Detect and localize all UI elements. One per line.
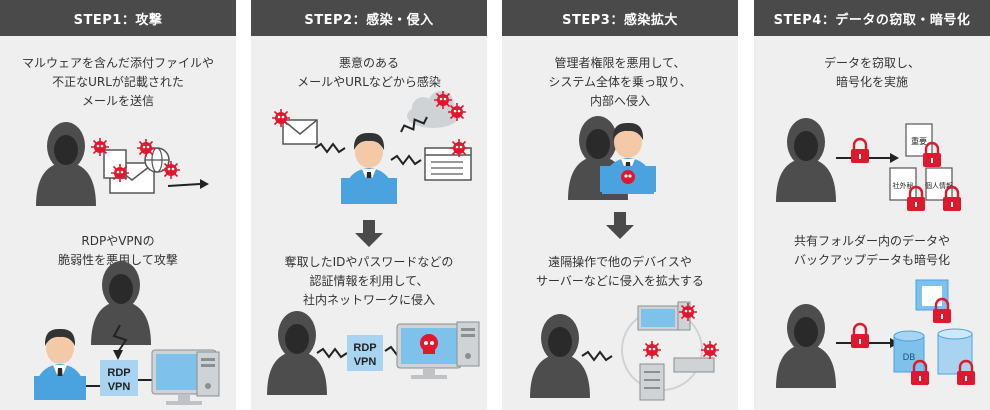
laptop-icon xyxy=(34,376,86,396)
virus-icon xyxy=(700,340,720,360)
virus-icon xyxy=(110,163,130,183)
vpn-label: VPN xyxy=(354,356,377,368)
virus-icon xyxy=(90,137,110,157)
step3-illustration xyxy=(530,116,720,401)
lightning-icon xyxy=(316,348,348,358)
hacker-icon xyxy=(36,122,96,206)
document-icon: 社外秘 xyxy=(889,167,917,201)
step3-text-spread: 遠隔操作で他のデバイスや サーバーなどに侵入を拡大する xyxy=(536,255,704,288)
virus-icon xyxy=(161,160,181,180)
lightning-icon xyxy=(390,155,422,165)
virus-icon xyxy=(271,108,291,128)
svg-text:DB: DB xyxy=(903,352,916,362)
virus-icon xyxy=(449,138,469,158)
document-icon: 重要 xyxy=(905,123,933,157)
step4-title: STEP4：データの窃取・暗号化 xyxy=(754,0,990,36)
step3-text-takeover: 管理者権限を悪用して、 システム全体を乗っ取り、 内部へ侵入 xyxy=(548,56,692,108)
lock-icon xyxy=(849,322,871,350)
virus-icon xyxy=(678,302,698,322)
skull-icon xyxy=(621,170,635,184)
lightning-arrow-icon xyxy=(112,324,128,360)
database-icon: DB xyxy=(893,330,925,373)
step4-text-steal: データを窃取し、 暗号化を実施 xyxy=(823,56,920,89)
rdp-label: RDP xyxy=(107,367,130,379)
step1-text-rdp: RDPやVPNの 脆弱性を悪用して攻撃 xyxy=(58,234,178,267)
backup-database-icon xyxy=(937,328,973,375)
step1-title: STEP1：攻撃 xyxy=(0,0,236,36)
svg-text:重要: 重要 xyxy=(911,136,927,146)
step3-title: STEP3：感染拡大 xyxy=(502,0,738,36)
step2-panel: STEP2：感染・侵入 悪意のある メールやURLなどから感染 奪取したIDやパ… xyxy=(251,0,487,410)
step2-title: STEP2：感染・侵入 xyxy=(251,0,487,36)
rdp-vpn-box xyxy=(100,360,138,396)
virus-icon xyxy=(447,102,467,122)
step3-panel: STEP3：感染拡大 管理者権限を悪用して、 システム全体を乗っ取り、 内部へ侵… xyxy=(502,0,738,410)
lightning-icon xyxy=(581,351,613,361)
svg-text:個人情報: 個人情報 xyxy=(925,181,953,190)
lock-icon xyxy=(849,137,871,165)
step1-illustration: RDP VPN xyxy=(34,122,220,406)
vpn-label: VPN xyxy=(108,381,131,393)
mail-icon xyxy=(282,119,318,145)
skull-icon xyxy=(420,334,438,354)
step1-panel: STEP1：攻撃 マルウェアを含んだ添付ファイルや 不正なURLが記載された メ… xyxy=(0,0,236,410)
step1-text-email: マルウェアを含んだ添付ファイルや 不正なURLが記載された メールを送信 xyxy=(21,56,214,108)
step4-illustration: 重要 社外秘 個人情報 xyxy=(776,118,977,388)
down-arrow-icon xyxy=(606,212,634,239)
virus-icon xyxy=(433,90,453,110)
step2-text-intrusion: 奪取したIDやパスワードなどの 認証情報を利用して、 社内ネットワークに侵入 xyxy=(284,255,454,307)
virus-icon xyxy=(136,138,156,158)
rdp-label: RDP xyxy=(353,342,376,354)
hacker-icon xyxy=(91,261,151,345)
server-icon xyxy=(639,363,665,401)
step2-text-infection: 悪意のある メールやURLなどから感染 xyxy=(297,56,441,89)
pc-tower-icon xyxy=(456,321,480,367)
router-icon xyxy=(673,357,715,373)
step4-panel: STEP4：データの窃取・暗号化 データを窃取し、 暗号化を実施 共有フォルダー… xyxy=(754,0,990,410)
down-arrow-icon xyxy=(355,220,383,247)
rdp-vpn-box xyxy=(347,335,383,371)
arrow-right-icon xyxy=(167,179,209,189)
hacker-icon xyxy=(530,314,590,398)
document-icon: 個人情報 xyxy=(925,167,953,201)
step2-illustration: RDP VPN xyxy=(267,90,480,395)
hacker-icon xyxy=(776,118,836,202)
shared-folder-icon xyxy=(915,279,949,311)
svg-text:社外秘: 社外秘 xyxy=(893,181,914,190)
pc-tower-icon xyxy=(196,351,220,397)
lightning-icon xyxy=(314,143,346,153)
laptop-icon xyxy=(341,178,397,204)
hacker-icon xyxy=(776,304,836,388)
virus-icon xyxy=(642,340,662,360)
step4-text-encrypt: 共有フォルダー内のデータや バックアップデータも暗号化 xyxy=(793,234,950,267)
